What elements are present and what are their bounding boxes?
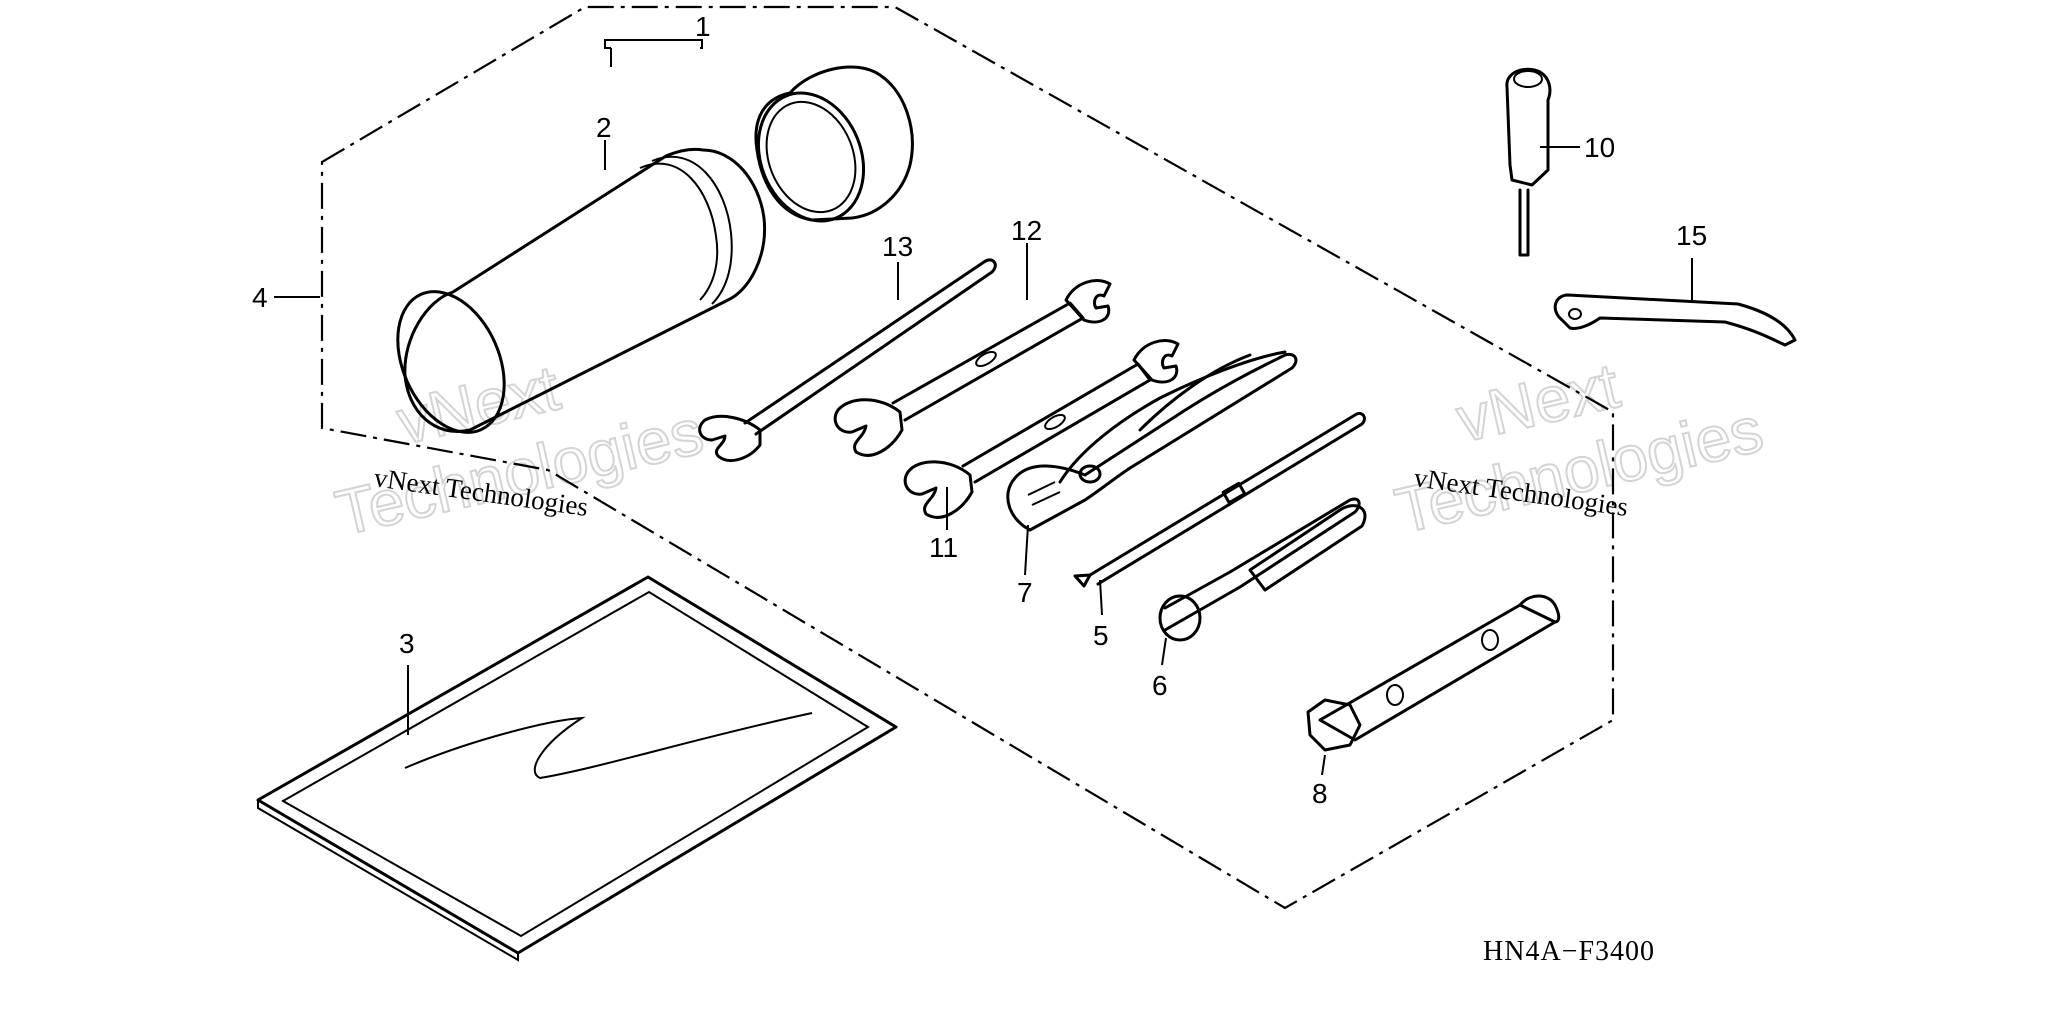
label-part-11: 11: [929, 532, 958, 563]
label-part-10: 10: [1584, 132, 1615, 163]
label-part-3: 3: [399, 628, 415, 659]
label-part-12: 12: [1011, 215, 1042, 246]
wrench-11: [903, 339, 1180, 519]
leader-7: [1024, 524, 1029, 576]
diagram-code: HN4A−F3400: [1483, 936, 1655, 967]
label-part-4: 4: [252, 282, 268, 313]
leader-5: [1099, 579, 1103, 616]
label-part-15: 15: [1676, 220, 1707, 251]
tool-bag-cap: [754, 65, 914, 223]
label-part-5: 5: [1093, 620, 1109, 651]
plug-wrench-8: [1306, 594, 1561, 752]
wrench-12: [833, 279, 1112, 457]
hook-spanner-15: [1553, 293, 1797, 347]
leader-8: [1321, 754, 1326, 776]
owners-manual-envelope: [256, 575, 898, 962]
label-part-2: 2: [596, 112, 612, 143]
wrench-13: [698, 258, 997, 462]
screwdriver-5: [1073, 411, 1366, 588]
label-part-7: 7: [1017, 577, 1033, 608]
pin-spanner-10: [1505, 67, 1552, 257]
label-part-6: 6: [1152, 670, 1168, 701]
socket-wrench-6: [1158, 497, 1367, 642]
kit-boundary: [320, 5, 1615, 910]
leader-1: [604, 39, 703, 67]
leader-6: [1161, 637, 1167, 666]
watermark-large-left: vNext Technologies: [328, 350, 710, 550]
label-part-13: 13: [882, 231, 913, 262]
label-part-1: 1: [695, 11, 711, 42]
label-part-8: 8: [1312, 778, 1328, 809]
tool-bag-tube: [396, 147, 767, 434]
pliers-7: [1006, 350, 1298, 532]
